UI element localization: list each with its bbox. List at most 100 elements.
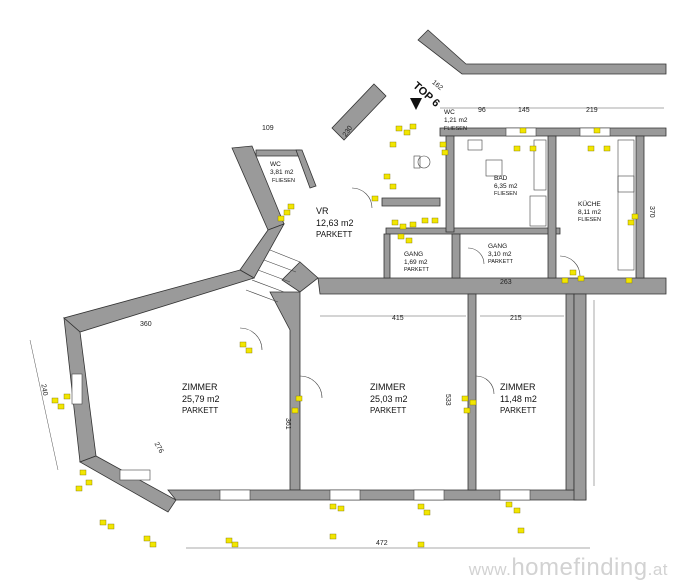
room-floor: PARKETT (316, 230, 352, 239)
room-labels: WC 1,21 m2 FLIESEN WC 3,81 m2 FLIESEN BA… (182, 109, 601, 415)
room-floor: PARKETT (182, 406, 218, 415)
room-name: BAD (494, 175, 508, 182)
dim-label: 96 (478, 107, 486, 114)
dim-label: 240 (39, 384, 48, 397)
room-kueche: KÜCHE 8,11 m2 FLIESEN (578, 200, 601, 223)
room-name: KÜCHE (578, 200, 601, 208)
window-5 (71, 373, 83, 405)
room-bad: BAD 6,35 m2 FLIESEN (494, 175, 518, 197)
room-floor: FLIESEN (444, 126, 467, 132)
watermark-prefix: www. (468, 560, 512, 579)
room-floor: FLIESEN (272, 178, 295, 184)
arrow-icon (410, 98, 422, 110)
wall-top-rooms (439, 127, 667, 137)
dim-label: 263 (500, 279, 512, 286)
room-area: 11,48 m2 (500, 394, 537, 404)
dim-label: 472 (376, 540, 388, 547)
wall-zimmer3-right (565, 293, 575, 491)
room-name: WC (444, 109, 455, 116)
stove (617, 175, 635, 193)
door-arc-zimmer3 (475, 375, 495, 395)
stairs-5 (245, 289, 279, 303)
wall-vr-left (231, 145, 285, 231)
dim-label: 370 (648, 206, 655, 218)
annotation-markers (51, 123, 639, 548)
room-floor: FLIESEN (494, 191, 517, 197)
dim-label: 415 (392, 315, 404, 322)
room-name: ZIMMER (500, 382, 536, 392)
stairs-1 (269, 249, 301, 263)
wall-bath-left (445, 135, 455, 233)
stairs-3 (257, 269, 291, 283)
dim-label: 162 (430, 79, 444, 92)
wall-wc2-right (295, 149, 317, 189)
room-zimmer1: ZIMMER 25,79 m2 PARKETT (182, 382, 220, 415)
room-floor: PARKETT (488, 259, 514, 265)
window-3 (413, 489, 445, 501)
room-area: 1,69 m2 (404, 259, 428, 266)
wall-diagonal-inner (281, 261, 319, 293)
room-name: ZIMMER (182, 382, 218, 392)
wall-kitchen-right (635, 135, 645, 279)
wall-wc2-top (255, 149, 301, 157)
wall-gang1-left (383, 233, 391, 279)
bathtub (533, 139, 547, 191)
wall-right-lower (573, 293, 587, 501)
room-area: 3,10 m2 (488, 251, 512, 258)
wall-zimmer2-3 (467, 293, 477, 491)
room-area: 12,63 m2 (316, 218, 354, 228)
room-zimmer2: ZIMMER 25,03 m2 PARKETT (370, 382, 408, 415)
room-floor: PARKETT (370, 406, 406, 415)
window-2 (329, 489, 361, 501)
wall-vr-left2 (239, 223, 285, 279)
kitchen-counter (617, 139, 635, 271)
watermark-suffix: .at (647, 560, 668, 579)
dim-line-left (29, 339, 59, 471)
window-6 (119, 469, 151, 481)
room-gang2: GANG 3,10 m2 PARKETT (488, 243, 514, 265)
dim-label: 533 (444, 394, 451, 406)
wall-vr-bottom (381, 197, 441, 207)
wall-corridor-bottom (317, 277, 667, 295)
wall-bath-right (547, 135, 557, 279)
stairs-2 (263, 259, 297, 273)
watermark-brand: homefinding (511, 554, 648, 581)
dim-label: 361 (284, 418, 291, 430)
room-name: VR (316, 206, 329, 216)
dimension-lines (29, 107, 664, 549)
room-area: 8,11 m2 (578, 209, 601, 216)
room-floor: PARKETT (404, 267, 430, 273)
wall-zimmer1-bottomleft (79, 455, 177, 513)
room-area: 6,35 m2 (494, 183, 518, 190)
room-gang1: GANG 1,69 m2 PARKETT (404, 251, 430, 273)
wall-wc-upper (331, 83, 387, 141)
door-arc-vr (351, 187, 373, 209)
room-area: 3,81 m2 (270, 169, 294, 176)
room-name: GANG (488, 243, 507, 250)
wall-corridor-top (385, 227, 561, 235)
dim-label: 109 (262, 125, 274, 132)
room-name: ZIMMER (370, 382, 406, 392)
room-floor: PARKETT (500, 406, 536, 415)
room-area: 25,79 m2 (182, 394, 220, 404)
wall-gang1-right (451, 233, 461, 279)
dim-label: 215 (510, 315, 522, 322)
room-name: GANG (404, 251, 423, 258)
room-vr: VR 12,63 m2 PARKETT (316, 206, 354, 239)
wall-zimmer1-right (269, 291, 301, 491)
room-wc2: WC 3,81 m2 FLIESEN (270, 161, 295, 184)
room-area: 25,03 m2 (370, 394, 408, 404)
wall-outer-top-right (417, 29, 667, 75)
window-1 (219, 489, 251, 501)
dim-label: 145 (518, 107, 530, 114)
door-arc-kitchen (559, 255, 581, 277)
dim-label: 219 (586, 107, 598, 114)
watermark: www.homefinding.at (469, 554, 668, 582)
room-name: WC (270, 161, 281, 168)
window-4 (499, 489, 531, 501)
washing-machine (485, 159, 503, 177)
dim-label: 276 (153, 441, 165, 455)
door-arc-zimmer2 (299, 375, 323, 399)
sink-bath (467, 139, 483, 151)
